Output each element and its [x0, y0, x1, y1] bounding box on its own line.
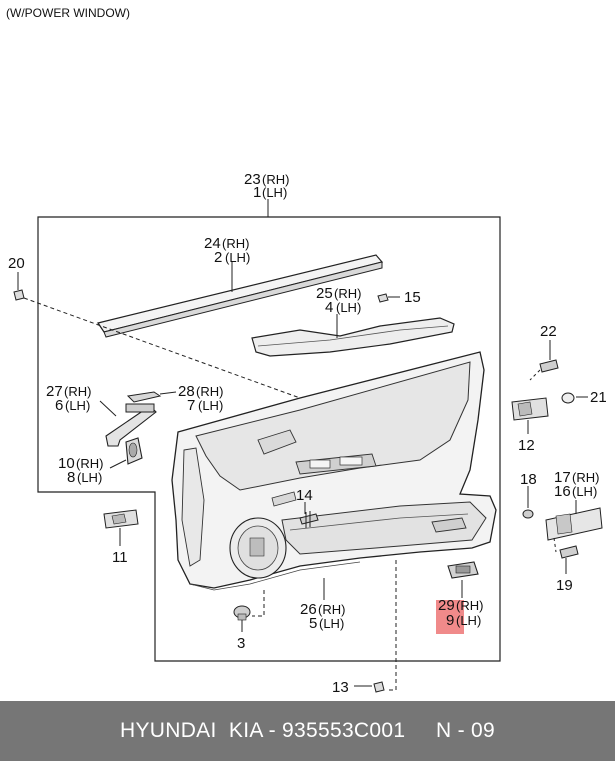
label-9-side: (LH) — [456, 613, 481, 628]
screw-22-part — [539, 359, 559, 373]
label-28: 28 — [178, 383, 195, 400]
header-note: (W/POWER WINDOW) — [6, 6, 130, 20]
label-25-side: (RH) — [334, 286, 361, 301]
highlight-box — [436, 600, 464, 634]
label-29-side: (RH) — [456, 598, 483, 613]
assembly-boundary — [37, 216, 501, 662]
label-2-side: (LH) — [225, 250, 250, 265]
clip-13-part — [373, 681, 385, 693]
label-17-side: (RH) — [572, 470, 599, 485]
screw-14-part — [299, 511, 319, 528]
label-9: 9 — [446, 612, 454, 629]
label-2: 2 — [214, 249, 222, 266]
label-12: 12 — [518, 437, 535, 454]
label-16: 16 — [554, 483, 571, 500]
clip-15-part — [377, 293, 400, 303]
fastener-3-part — [233, 605, 251, 621]
door-trim-exploded-diagram: (W/POWER WINDOW) — [6, 6, 607, 696]
label-21: 21 — [590, 389, 607, 406]
label-7-side: (LH) — [198, 398, 223, 413]
label-10: 10 — [58, 455, 75, 472]
label-27: 27 — [46, 383, 63, 400]
door-trim-panel — [171, 351, 497, 591]
clip-20-part — [13, 272, 25, 301]
label-5: 5 — [309, 615, 317, 632]
label-4: 4 — [325, 299, 333, 316]
washer-21-part — [561, 392, 575, 404]
belt-strip-part — [97, 254, 384, 338]
label-13: 13 — [332, 679, 349, 696]
label-24-side: (RH) — [222, 236, 249, 251]
label-14: 14 — [296, 487, 313, 504]
label-6-side: (LH) — [65, 398, 90, 413]
label-24: 24 — [204, 235, 221, 252]
label-15: 15 — [404, 289, 421, 306]
label-4-side: (LH) — [336, 300, 361, 315]
label-7: 7 — [187, 397, 195, 414]
cover-28-part — [126, 391, 162, 403]
label-8-side: (LH) — [77, 470, 102, 485]
label-16-side: (LH) — [572, 484, 597, 499]
label-1-side: (LH) — [262, 185, 287, 200]
bezel-10-part — [125, 437, 143, 465]
label-1: 1 — [253, 184, 261, 201]
label-23-side: (RH) — [262, 172, 289, 187]
bracket-12-part — [511, 397, 549, 421]
label-11: 11 — [112, 549, 128, 566]
footer-part-number: HYUNDAI KIA - 935553C001 N - 09 — [120, 719, 495, 742]
screw-19-part — [559, 545, 579, 559]
label-10-side: (RH) — [76, 456, 103, 471]
pull-handle-part — [105, 403, 157, 447]
label-23: 23 — [244, 171, 261, 188]
label-3: 3 — [237, 635, 245, 652]
label-17: 17 — [554, 469, 571, 486]
label-8: 8 — [67, 469, 75, 486]
nut-18-part — [522, 509, 534, 519]
armrest-upper-part — [251, 317, 455, 357]
bracket-11-part — [103, 509, 139, 529]
label-20: 20 — [8, 255, 25, 272]
bracket-17-part — [545, 507, 603, 541]
label-19: 19 — [556, 577, 573, 594]
label-29: 29 — [438, 597, 455, 614]
label-5-side: (LH) — [319, 616, 344, 631]
label-26: 26 — [300, 601, 317, 618]
switch-29-part — [447, 561, 479, 579]
label-22: 22 — [540, 323, 557, 340]
label-18: 18 — [520, 471, 537, 488]
label-26-side: (RH) — [318, 602, 345, 617]
label-6: 6 — [55, 397, 63, 414]
footer-bar: HYUNDAI KIA - 935553C001 N - 09 — [0, 701, 615, 761]
label-25: 25 — [316, 285, 333, 302]
label-28-side: (RH) — [196, 384, 223, 399]
label-27-side: (RH) — [64, 384, 91, 399]
